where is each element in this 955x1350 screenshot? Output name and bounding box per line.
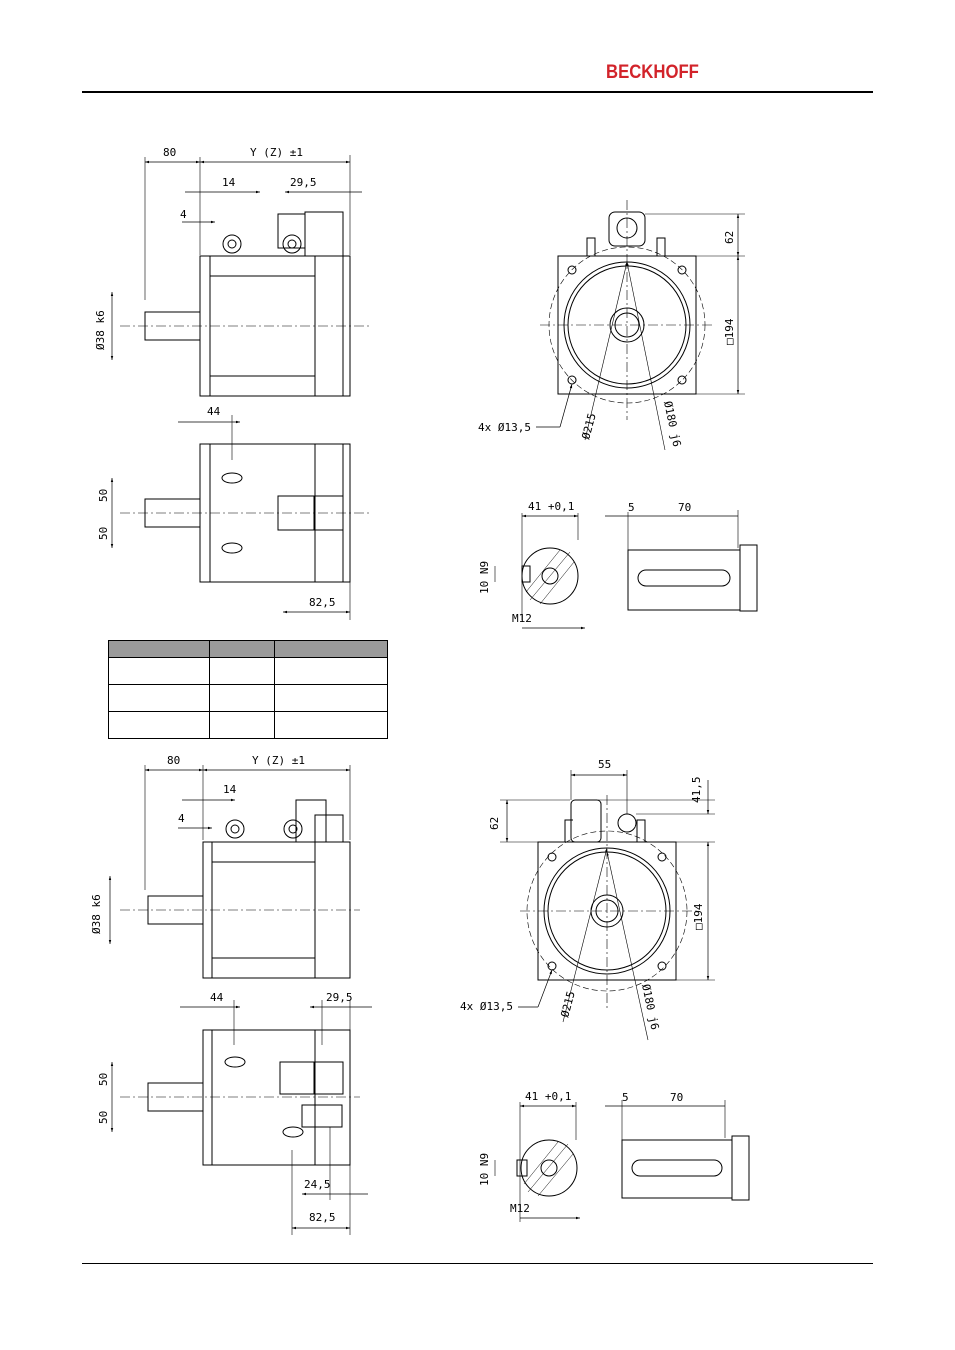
dim-215: Ø215 (579, 412, 598, 441)
dim-key: 10 N9 (478, 561, 491, 594)
table-header-row (108, 640, 388, 658)
dim-shaft: Ø38 k6 (94, 310, 107, 350)
beckhoff-logo: BECKHOFF (606, 62, 699, 83)
dim2-14: 14 (223, 783, 237, 796)
dim2-50b: 50 (97, 1111, 110, 1124)
dim-82-5: 82,5 (309, 596, 336, 609)
motor2-front-view: 55 41,5 □194 62 4x Ø13,5 Ø215 Ø180 j6 (460, 758, 715, 1041)
dim2-55: 55 (598, 758, 611, 771)
dim-50b: 50 (97, 527, 110, 540)
motor1-front-view: 62 □194 4x Ø13,5 Ø215 Ø180 j6 (478, 200, 745, 451)
dim2-5: 5 (622, 1091, 629, 1104)
motor1-side-view: 80 Y (Z) ±1 14 29,5 4 Ø38 k6 (94, 146, 370, 397)
dim-44: 44 (207, 405, 221, 418)
dim-80: 80 (163, 146, 176, 159)
footer-rule (82, 1263, 873, 1264)
dim2-41-5: 41,5 (690, 777, 703, 804)
dim-62: 62 (723, 231, 736, 244)
dim-14: 14 (222, 176, 236, 189)
dim2-82-5: 82,5 (309, 1211, 336, 1224)
dim2-holes: 4x Ø13,5 (460, 1000, 513, 1013)
motor1-top-view: 44 50 50 82,5 (97, 405, 370, 620)
dim-29-5: 29,5 (290, 176, 317, 189)
dim-4: 4 (180, 208, 187, 221)
table-row (108, 711, 388, 739)
dim-5: 5 (628, 501, 635, 514)
dim-41: 41 +0,1 (528, 500, 574, 513)
dim2-194: □194 (692, 903, 705, 930)
motor1-shaft-detail: 41 +0,1 10 N9 M12 5 70 (478, 500, 758, 630)
dim2-shaft: Ø38 k6 (90, 894, 103, 934)
dim2-24-5: 24,5 (304, 1178, 331, 1191)
dim2-215: Ø215 (558, 990, 577, 1019)
dim2-62: 62 (488, 817, 501, 830)
dim2-m12: M12 (510, 1202, 530, 1215)
motor2-top-view: 44 29,5 50 50 24,5 82,5 (97, 991, 372, 1235)
dim2-29-5: 29,5 (326, 991, 353, 1004)
header-rule (82, 91, 873, 93)
dim2-50a: 50 (97, 1073, 110, 1086)
dim2-y: Y (Z) ±1 (252, 754, 305, 767)
dim2-4: 4 (178, 812, 185, 825)
dim2-80: 80 (167, 754, 180, 767)
table-row (108, 684, 388, 712)
dim-50a: 50 (97, 489, 110, 502)
dim-70: 70 (678, 501, 691, 514)
dim2-180: Ø180 j6 (639, 983, 661, 1031)
dim-holes: 4x Ø13,5 (478, 421, 531, 434)
dim-180: Ø180 j6 (661, 400, 683, 448)
table-row (108, 657, 388, 685)
motor2-side-view: 80 Y (Z) ±1 14 4 Ø38 k6 (90, 754, 360, 979)
dim-m12: M12 (512, 612, 532, 625)
dim2-41: 41 +0,1 (525, 1090, 571, 1103)
motor2-shaft-detail: 41 +0,1 10 N9 M12 5 70 (478, 1090, 750, 1222)
dim2-70: 70 (670, 1091, 683, 1104)
dim-194: □194 (723, 318, 736, 345)
dim2-44: 44 (210, 991, 224, 1004)
spec-table (108, 640, 388, 739)
dim-y: Y (Z) ±1 (250, 146, 303, 159)
dim2-key: 10 N9 (478, 1153, 491, 1186)
